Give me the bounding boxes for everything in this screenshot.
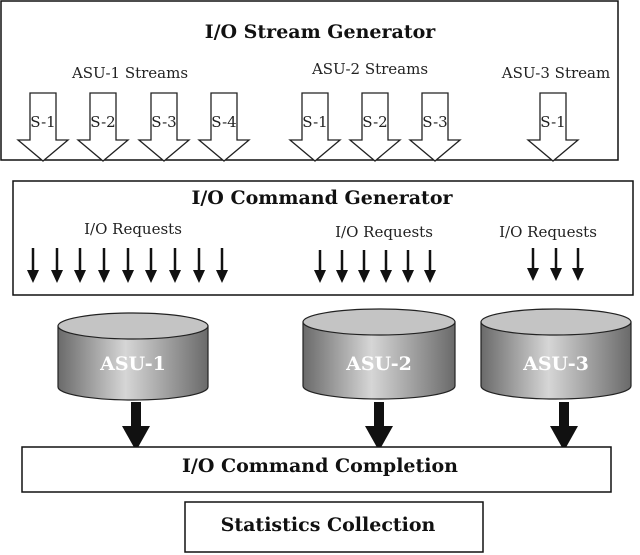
stream-label: S-2	[362, 113, 387, 131]
request-arrow	[145, 248, 157, 283]
stream-arrow: S-1	[288, 92, 342, 162]
stream-generator-title: I/O Stream Generator	[205, 21, 437, 43]
command-generator: I/O Command Generator I/O Requests I/O R…	[12, 180, 634, 296]
statistics-collection-title: Statistics Collection	[221, 514, 436, 536]
stream-arrow: S-2	[76, 92, 130, 162]
asu-cylinder-2: ASU-2	[302, 308, 456, 400]
stream-label: S-3	[422, 113, 447, 131]
asu-2-streams-label: ASU-2 Streams	[311, 60, 428, 78]
request-arrows-asu-2	[314, 250, 436, 283]
io-requests-label-3: I/O Requests	[499, 223, 597, 241]
request-arrow	[572, 248, 584, 281]
stream-label: S-1	[302, 113, 327, 131]
stream-label: S-2	[90, 113, 115, 131]
request-arrow	[216, 248, 228, 283]
request-arrow	[169, 248, 181, 283]
request-arrow	[550, 248, 562, 281]
request-arrows-asu-3	[527, 248, 584, 281]
request-arrow	[358, 250, 370, 283]
io-requests-label-1: I/O Requests	[84, 220, 182, 238]
asu-cylinder-1: ASU-1	[57, 312, 209, 401]
stream-label: S-3	[151, 113, 176, 131]
request-arrow	[193, 248, 205, 283]
stream-arrow: S-1	[16, 92, 70, 162]
request-arrow	[380, 250, 392, 283]
request-arrow	[336, 250, 348, 283]
command-completion-box	[21, 446, 612, 493]
request-arrow	[527, 248, 539, 281]
io-requests-label-2: I/O Requests	[335, 223, 433, 241]
stream-generator: I/O Stream Generator ASU-1 Streams ASU-2…	[0, 0, 619, 162]
stream-arrow: S-1	[526, 92, 580, 162]
command-completion-title: I/O Command Completion	[182, 455, 458, 477]
request-arrow	[122, 248, 134, 283]
asu-3-stream-label: ASU-3 Stream	[501, 64, 610, 82]
command-completion: I/O Command Completion	[21, 446, 612, 493]
stream-label: S-4	[211, 113, 236, 131]
asu-cylinder-3: ASU-3	[480, 308, 632, 400]
statistics-collection: Statistics Collection	[184, 501, 484, 553]
request-arrow	[74, 248, 86, 283]
stream-arrow: S-4	[197, 92, 251, 162]
asu-1-streams-label: ASU-1 Streams	[71, 64, 188, 82]
stream-arrow: S-3	[137, 92, 191, 162]
request-arrow	[51, 248, 63, 283]
request-arrows-asu-1	[27, 248, 228, 283]
stream-arrow: S-3	[408, 92, 462, 162]
completion-arrow-1	[122, 402, 150, 451]
asu-3-label: ASU-3	[522, 353, 589, 375]
stream-arrow: S-2	[348, 92, 402, 162]
statistics-collection-box	[184, 501, 484, 553]
command-generator-title: I/O Command Generator	[191, 187, 453, 209]
request-arrow	[98, 248, 110, 283]
stream-label: S-1	[30, 113, 55, 131]
request-arrow	[314, 250, 326, 283]
asu-1-label: ASU-1	[99, 353, 166, 375]
request-arrow	[27, 248, 39, 283]
stream-label: S-1	[540, 113, 565, 131]
request-arrow	[402, 250, 414, 283]
completion-arrow-2	[365, 402, 393, 451]
request-arrow	[424, 250, 436, 283]
asu-2-label: ASU-2	[345, 353, 412, 375]
completion-arrow-3	[550, 402, 578, 451]
